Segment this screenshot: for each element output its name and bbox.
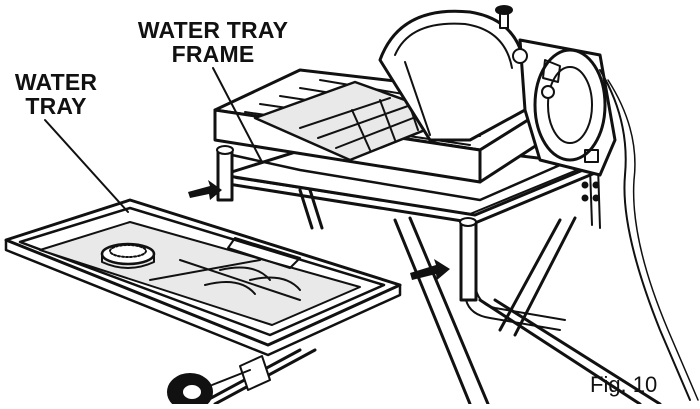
water-tray-frame-label-line2: FRAME <box>171 41 255 67</box>
water-tray-label-line2: TRAY <box>25 93 87 119</box>
motor-housing <box>512 38 699 401</box>
blade-guard <box>378 5 527 142</box>
figure-caption: Fig. 10 <box>590 372 658 397</box>
water-tray-frame-label: WATER TRAY FRAME <box>118 18 308 66</box>
water-tray-frame-label-line1: WATER TRAY <box>137 17 289 43</box>
water-tray-label-line1: WATER <box>14 69 98 95</box>
stand-wheel <box>167 355 271 409</box>
leader-lines <box>44 67 263 213</box>
water-tray-label: WATER TRAY <box>8 70 104 118</box>
water-tray <box>4 198 402 357</box>
insert-arrow-icon <box>188 180 222 200</box>
insert-arrow-icon <box>410 259 450 280</box>
